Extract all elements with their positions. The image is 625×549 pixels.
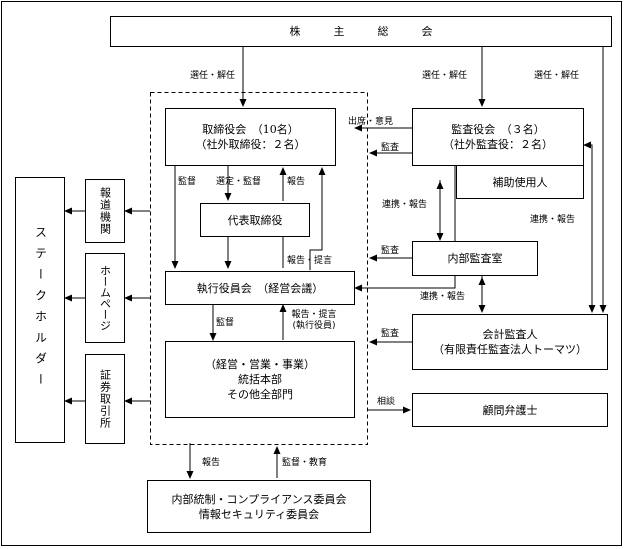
departments-line3: その他全部門 [227,388,293,401]
label-audit-depts: 監査 [381,329,400,339]
lawyer-box: 顧問弁護士 [412,393,608,427]
arrow-report-propose [309,167,326,270]
homepage-label: ホームページ [98,265,112,331]
label-oversee-educate: 監督・教育 [282,458,328,468]
label-oversee-depts: 監督 [216,318,235,328]
arrow-auditors-exec [354,165,456,292]
arrow-cooperate-right [584,144,596,313]
exchange-label: 証券取引所 [98,369,112,429]
departments-line2: 統括本部 [238,373,282,386]
board-box: 取締役会 （10名） （社外取締役：２名） [165,108,336,166]
shareholders-meeting-label: 株 主 総 会 [289,25,433,38]
internal-audit-box: 内部監査室 [412,241,538,276]
exec-committee-box: 執行役員会 （経営会議） [165,271,355,305]
exchange-box: 証券取引所 [85,354,125,444]
label-select-oversee: 選定・監督 [216,177,262,187]
committee-box: 内部統制・コンプライアンス委員会 情報セキュリティ委員会 [147,480,371,533]
accountant-title: 会計監査人 [482,328,538,341]
assistant-label: 補助使用人 [492,175,548,189]
label-elect-board: 選任・解任 [190,71,236,81]
stakeholders-box: ステークホルダー [15,177,65,443]
media-label: 報道機関 [98,187,112,235]
label-oversee-exec: 監督 [178,177,197,187]
label-cooperate-right: 連携・報告 [530,215,576,225]
shareholders-meeting-box: 株 主 総 会 [110,16,612,47]
label-consult: 相談 [377,397,396,407]
exec-committee-label: 執行役員会 （経営会議） [196,281,324,295]
auditors-title: 監査役会 （３名） [451,123,545,136]
label-exec-officer: (執行役員) [292,321,336,331]
auditors-box: 監査役会 （３名） （社外監査役：２名） [412,108,584,166]
label-cooperate-internal: 連携・報告 [382,200,428,210]
label-elect-auditors: 選任・解任 [422,71,468,81]
label-report-propose: 報告・提言 [287,256,333,266]
governance-boundary [150,92,368,445]
committee-line1: 内部統制・コンプライアンス委員会 [171,492,347,506]
label-cooperate-accountant: 連携・報告 [420,292,466,302]
lawyer-label: 顧問弁護士 [482,403,538,417]
departments-box: （経営・営業・事業） 統括本部 その他全部門 [165,341,355,418]
committee-line2: 情報セキュリティ委員会 [198,507,320,521]
ceo-box: 代表取締役 [200,203,310,237]
label-attend: 出席・意見 [348,117,394,127]
accountant-box: 会計監査人 （有限責任監査法人トーマツ） [412,314,608,370]
ceo-label: 代表取締役 [227,213,283,227]
board-title: 取締役会 （10名） [202,123,299,136]
label-report-propose2: 報告・提言 (執行役員) [286,310,342,332]
label-report-committee: 報告 [202,458,221,468]
internal-audit-label: 内部監査室 [447,252,503,265]
arrow-cooperate-right-back [583,141,593,312]
label-elect-accountant: 選任・解任 [534,71,580,81]
homepage-box: ホームページ [85,253,125,343]
departments-line1: （経営・営業・事業） [205,358,315,371]
label-audit-exec: 監査 [381,246,400,256]
label-audit-board: 監査 [381,143,400,153]
auditors-subtitle: （社外監査役：２名） [443,138,553,151]
stakeholders-label: ステークホルダー [33,226,48,394]
media-box: 報道機関 [85,179,125,243]
label-report-ceo: 報告 [287,177,306,187]
label-report-propose2-text: 報告・提言 [291,310,337,320]
board-subtitle: （社外取締役：２名） [195,138,306,151]
assistant-box: 補助使用人 [456,165,584,199]
accountant-subtitle: （有限責任監査法人トーマツ） [433,343,587,356]
